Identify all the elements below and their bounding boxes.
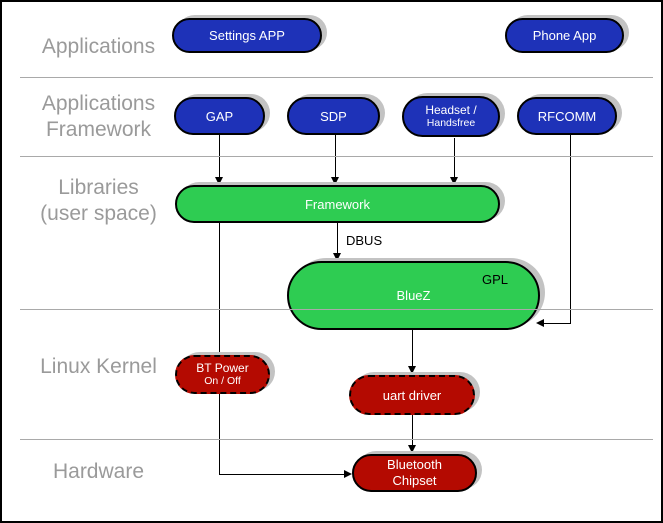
arrowhead-down-icon (408, 366, 416, 374)
layer-label-libraries-user-space: Libraries (user space) (20, 175, 177, 227)
node-headset-handsfree: Headset / Handsfree (402, 96, 500, 137)
edge-framework-chipset-vertical (219, 223, 220, 475)
node-label: On / Off (204, 375, 241, 387)
layer-label-line: Framework (45, 118, 151, 141)
node-label: Chipset (392, 473, 437, 488)
edge-headset-framework (454, 138, 455, 184)
divider-applications-framework (20, 77, 653, 78)
node-label: Bluetooth (387, 457, 442, 472)
edge-bluez-uart (412, 330, 413, 369)
edge-framework-chipset-horizontal (219, 474, 347, 475)
edge-rfcomm-bluez-vertical (570, 135, 571, 324)
edge-rfcomm-bluez-horizontal (543, 323, 571, 324)
edge-sdp-framework (335, 135, 336, 184)
arrowhead-down-icon (450, 177, 458, 185)
layer-label-line: Linux Kernel (40, 355, 157, 378)
node-label: SDP (320, 108, 347, 124)
node-bt-power: BT Power On / Off (175, 355, 270, 394)
edge-framework-bluez-dbus (337, 223, 338, 255)
node-label: Headset / (425, 103, 477, 117)
node-label: RFCOMM (537, 108, 597, 124)
node-phone-app: Phone App (505, 18, 624, 53)
divider-kernel-hardware (20, 439, 653, 440)
layer-label-line: Hardware (52, 460, 145, 483)
arrowhead-left-icon (536, 319, 544, 327)
arrowhead-down-icon (333, 253, 341, 261)
node-gap: GAP (174, 97, 265, 135)
layer-label-line: Applications (41, 35, 156, 58)
node-settings-app: Settings APP (172, 18, 322, 53)
edge-uart-chipset (412, 415, 413, 448)
node-label: Handsfree (426, 117, 476, 129)
divider-framework-libraries (20, 156, 653, 157)
layer-label-linux-kernel: Linux Kernel (20, 354, 177, 380)
node-bluetooth-chipset: Bluetooth Chipset (352, 454, 477, 492)
node-label: Framework (304, 196, 370, 212)
node-label: uart driver (382, 387, 442, 403)
node-framework: Framework (175, 185, 500, 223)
gpl-badge: GPL (481, 272, 508, 287)
layer-label-hardware: Hardware (20, 459, 177, 485)
node-label: Phone App (532, 28, 597, 43)
divider-libraries-kernel (20, 309, 653, 310)
layer-label-line: (user space) (40, 202, 157, 225)
node-rfcomm: RFCOMM (517, 97, 617, 135)
layer-label-line: Libraries (58, 176, 139, 199)
node-bluez: BlueZ GPL (287, 261, 540, 330)
node-label: Settings APP (209, 28, 285, 43)
layer-label-applications: Applications (20, 34, 177, 60)
node-sdp: SDP (287, 97, 380, 135)
edge-gap-framework (219, 135, 220, 184)
node-label: GAP (205, 108, 234, 124)
arrowhead-down-icon (215, 177, 223, 185)
arrowhead-down-icon (408, 445, 416, 453)
dbus-edge-label: DBUS (346, 233, 383, 248)
layer-label-applications-framework: Applications Framework (20, 91, 177, 143)
node-label: BlueZ (396, 288, 431, 303)
arrowhead-right-icon (344, 470, 352, 478)
layer-label-line: Applications (41, 92, 156, 115)
node-uart-driver: uart driver (349, 375, 475, 415)
node-label: BT Power (196, 361, 249, 375)
arrowhead-down-icon (331, 177, 339, 185)
